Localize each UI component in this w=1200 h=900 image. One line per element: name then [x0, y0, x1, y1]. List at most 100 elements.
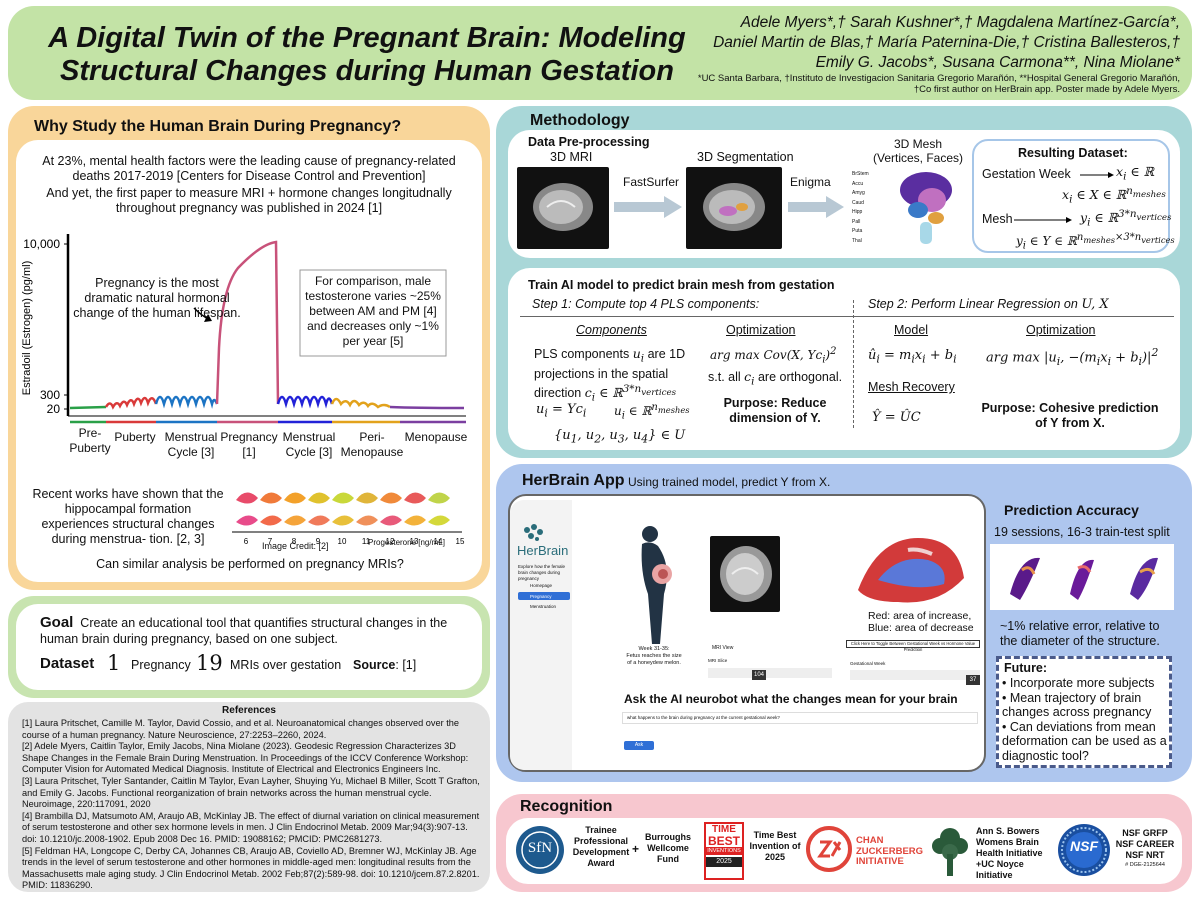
model-heading: Model	[894, 323, 929, 337]
app-title: HerBrain App	[522, 472, 625, 489]
ui-equation: ui = Yci	[536, 402, 587, 420]
herbrain-logo-icon	[524, 524, 543, 541]
legend-caud: Caud	[852, 199, 864, 206]
why-card	[16, 140, 482, 582]
hippo-tick-11: 11	[362, 537, 371, 546]
sfn-text: SfN	[527, 840, 553, 856]
hippo-tick-8: 8	[292, 537, 297, 546]
mesh-recovery-heading: Mesh Recovery	[868, 380, 955, 394]
train-title: Train AI model to predict brain mesh fro…	[528, 278, 835, 292]
references-list: [1] Laura Pritschet, Camille M. Taylor, …	[22, 718, 480, 892]
series-menstrual-2	[276, 395, 334, 409]
future-item: • Can deviations from mean deformation c…	[1002, 719, 1167, 763]
arrow-gest	[1080, 172, 1114, 178]
legend-puta: Puta	[852, 228, 863, 234]
mri-view-label: MRI View	[712, 645, 734, 651]
hippo-text: Recent works have shown that the hippoca…	[32, 487, 224, 546]
gest-week-label: Gestational Week	[850, 661, 886, 666]
header-banner	[8, 6, 1192, 100]
ui-space: ui ∈ ℝnmeshes	[614, 402, 690, 422]
segmentation-image	[686, 167, 782, 249]
mesh-plot-legend: Red: area of increase,Blue: area of decr…	[868, 610, 974, 634]
nav-pregnancy-bg[interactable]	[518, 592, 570, 600]
legend-pall: Pall	[852, 218, 861, 225]
bowers-tree-logo	[932, 828, 968, 876]
series-puberty	[104, 396, 158, 410]
mesh-label: 3D Mesh(Vertices, Faces)	[872, 137, 964, 165]
arrow-fastsurfer	[614, 196, 682, 218]
step2-label: Step 2: Perform Linear Regression on U, …	[868, 297, 1109, 312]
mri-slice-label: MRI Slice	[708, 658, 728, 663]
series-menstrual-1	[154, 395, 219, 409]
gest-week-slider[interactable]	[850, 670, 980, 680]
phase-label-puberty: Puberty	[114, 430, 156, 444]
ask-chatgpt-button[interactable]: Ask ChatGPT	[624, 741, 654, 757]
future-item: • Incorporate more subjects	[1002, 676, 1155, 690]
mri-image	[517, 167, 609, 249]
nsf-text: NSF	[1070, 838, 1098, 854]
plus-sign: +	[632, 842, 640, 856]
ref-2: [2] Adele Myers, Caitlin Taylor, Emily J…	[22, 741, 469, 775]
dataset-source: Source: [1]	[353, 658, 417, 672]
phase-label-pregnancy: Pregnancy[1]	[220, 430, 278, 459]
series-perimenopause	[330, 397, 391, 409]
pregnancy-annotation: Pregnancy is the most dramatic natural h…	[73, 276, 241, 320]
series-pregnancy	[215, 240, 280, 405]
fastsurfer-label: FastSurfer	[623, 175, 680, 189]
mri-slice-slider[interactable]	[708, 668, 832, 678]
pregnant-figure	[641, 526, 672, 644]
hippo-tick-9: 9	[316, 537, 321, 546]
optimization2-heading: Optimization	[1026, 323, 1096, 337]
future-list: • Incorporate more subjects • Mean traje…	[1002, 676, 1168, 763]
mri-label: 3D MRI	[550, 150, 593, 164]
purpose2: Purpose: Cohesive prediction of Y from X…	[981, 401, 1159, 430]
accuracy-title: Prediction Accuracy	[1004, 502, 1139, 518]
nav-menstruation[interactable]: Menstruation	[530, 604, 557, 609]
train-divider	[520, 316, 1174, 317]
phase-label-menopause: Menopause	[404, 430, 468, 444]
hippo-tick-10: 10	[338, 537, 347, 546]
ref-4: [4] Brambilla DJ, Matsumoto AM, Araujo A…	[22, 810, 480, 844]
gestation-week-label: Gestation Week	[982, 167, 1071, 181]
ref-5: [5] Feldman HA, Longcope C, Derby CA, Jo…	[22, 845, 480, 891]
y-axis-label: Estradoil (Estrogen) (pg/ml)	[21, 261, 33, 396]
y-tick-300: 300	[40, 388, 60, 402]
why-text2: And yet, the first paper to measure MRI …	[46, 186, 452, 215]
app-subtitle: Using trained model, predict Y from X.	[628, 475, 831, 489]
argmax-cov: arg max Cov(X, Yci)2	[710, 346, 837, 366]
hippo-tick-7: 7	[268, 537, 273, 546]
affiliations: *UC Santa Barbara, †Instituto de Investi…	[697, 73, 1180, 95]
gest-week-value: 37	[966, 675, 980, 685]
optimization-heading: Optimization	[726, 323, 796, 337]
why-question: Can similar analysis be performed on pre…	[96, 557, 404, 571]
nav-homepage[interactable]: Homepage	[530, 583, 553, 588]
toggle-button[interactable]: Click Here to Toggle Between Gestational…	[846, 640, 980, 652]
ask-heading: Ask the AI neurobot what the changes mea…	[624, 692, 958, 706]
train-card	[508, 268, 1180, 450]
purpose1: Purpose: Reduce dimension of Y.	[723, 396, 827, 425]
phase-label-perimenopause: Peri-Menopause	[340, 430, 404, 459]
legend-brstem: BrStem	[852, 171, 869, 177]
ask-input[interactable]: what happens to the brain during pregnan…	[622, 712, 978, 724]
hippocampus-thumbnails	[236, 492, 450, 526]
dataset-num1: 1	[107, 651, 121, 675]
regression-model: ûi = mixi + bi	[868, 348, 957, 366]
resulting-dataset-title: Resulting Dataset:	[1018, 146, 1128, 160]
nsf-awards: NSF GRFP NSF CAREER NSF NRT	[1115, 828, 1175, 860]
argmax-regression: arg max |ui, −(mixi + bi)|2	[986, 346, 1159, 368]
hippo-tick-14: 14	[434, 537, 443, 546]
nav-pregnancy[interactable]: Pregnancy	[530, 594, 552, 599]
bwf-text: Burroughs Wellcome Fund	[645, 832, 691, 864]
dataset-num2: 19	[196, 651, 223, 675]
x-in-r: xi ∈ ℝ	[1116, 164, 1154, 183]
herbrain-logo-text: HerBrain	[517, 543, 569, 558]
future-box	[996, 656, 1172, 768]
annotation-arrowhead	[204, 314, 212, 322]
app-side-text: Explore how the female brain changes dur…	[518, 564, 566, 581]
czi-logo	[806, 826, 852, 872]
app-mri-image	[710, 536, 780, 612]
